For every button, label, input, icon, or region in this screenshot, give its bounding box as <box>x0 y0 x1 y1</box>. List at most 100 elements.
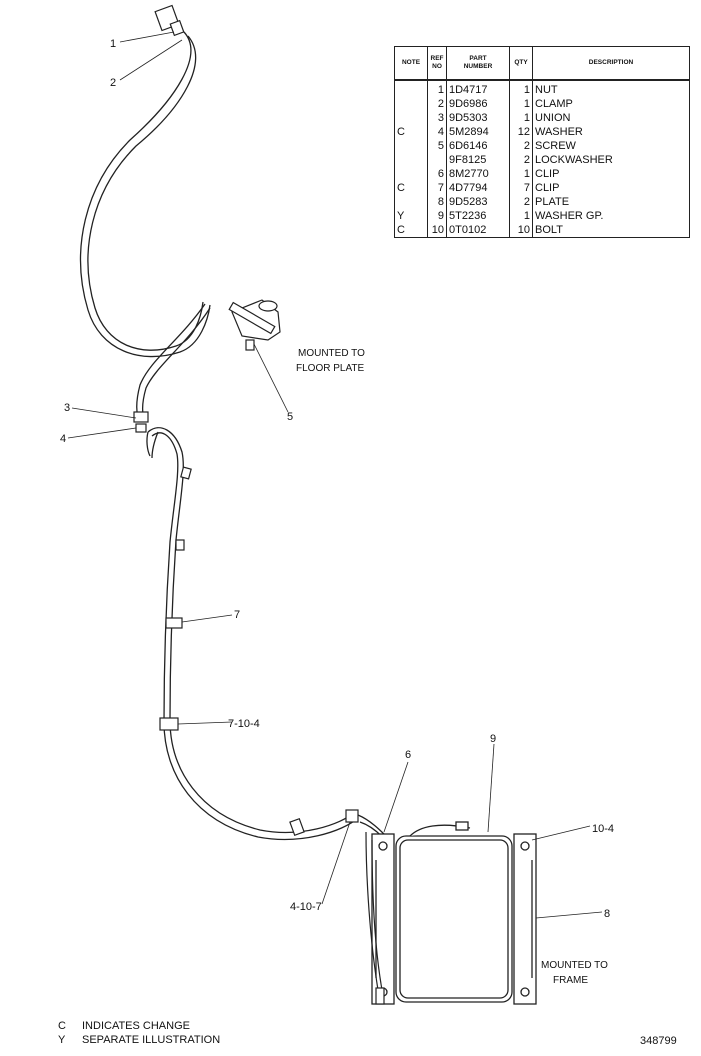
hose-clips <box>159 466 359 837</box>
table-cell-part: 9F8125 <box>446 153 510 167</box>
callout-9: 9 <box>490 733 496 745</box>
table-cell-note <box>394 195 428 209</box>
table-cell-note: C <box>394 223 428 238</box>
table-cell-qty: 1 <box>509 80 533 97</box>
table-cell-note <box>394 153 428 167</box>
table-cell-ref: 8 <box>427 195 447 209</box>
legend-item: Y SEPARATE ILLUSTRATION <box>58 1033 220 1047</box>
table-cell-ref: 3 <box>427 111 447 125</box>
table-cell-desc: PLATE <box>532 195 690 209</box>
table-cell-part: 9D5283 <box>446 195 510 209</box>
table-cell-qty: 2 <box>509 139 533 153</box>
table-cell-ref: 6 <box>427 167 447 181</box>
table-cell-ref: 4 <box>427 125 447 139</box>
header-ref-line1: REF <box>430 55 444 62</box>
table-cell-note <box>394 167 428 181</box>
header-part-line1: PART <box>469 55 487 62</box>
table-cell-qty: 7 <box>509 181 533 195</box>
table-cell-qty: 2 <box>509 195 533 209</box>
table-cell-part: 0T0102 <box>446 223 510 238</box>
floor-plate-note-line1: MOUNTED TO <box>298 348 365 359</box>
table-cell-part: 9D6986 <box>446 97 510 111</box>
legend: C INDICATES CHANGE Y SEPARATE ILLUSTRATI… <box>58 1019 220 1047</box>
callout-4-10-7: 4-10-7 <box>290 901 322 913</box>
legend-item: C INDICATES CHANGE <box>58 1019 220 1033</box>
table-cell-qty: 10 <box>509 223 533 238</box>
table-cell-ref: 10 <box>427 223 447 238</box>
table-cell-desc: CLIP <box>532 181 690 195</box>
table-cell-qty: 1 <box>509 97 533 111</box>
table-cell-ref: 1 <box>427 80 447 97</box>
callout-8: 8 <box>604 908 610 920</box>
leader-lines <box>67 31 603 919</box>
callout-4: 4 <box>60 433 66 445</box>
header-ref-no: REF NO <box>427 46 447 81</box>
nut-fitting-icon <box>154 4 185 37</box>
callout-6: 6 <box>405 749 411 761</box>
table-cell-ref: 2 <box>427 97 447 111</box>
table-cell-note <box>394 139 428 153</box>
callout-1: 1 <box>110 38 116 50</box>
frame-note-line1: MOUNTED TO <box>541 960 608 971</box>
table-cell-note: C <box>394 125 428 139</box>
legend-key: Y <box>58 1034 66 1046</box>
table-cell-desc: LOCKWASHER <box>532 153 690 167</box>
table-cell-part: 4D7794 <box>446 181 510 195</box>
callout-2: 2 <box>110 77 116 89</box>
table-cell-desc: SCREW <box>532 139 690 153</box>
table-cell-qty: 1 <box>509 209 533 223</box>
header-qty: QTY <box>509 46 533 81</box>
table-cell-note: Y <box>394 209 428 223</box>
table-cell-desc: CLIP <box>532 167 690 181</box>
hose-assembly <box>79 31 389 843</box>
table-cell-note <box>394 111 428 125</box>
table-cell-desc: NUT <box>532 80 690 97</box>
table-cell-ref <box>427 153 447 167</box>
callout-10-4: 10-4 <box>592 823 614 835</box>
table-cell-note <box>394 97 428 111</box>
callout-7: 7 <box>234 609 240 621</box>
table-cell-desc: UNION <box>532 111 690 125</box>
table-cell-part: 5M2894 <box>446 125 510 139</box>
table-cell-part: 9D5303 <box>446 111 510 125</box>
tank-drain-hose <box>365 831 385 1005</box>
legend-text: INDICATES CHANGE <box>82 1020 190 1032</box>
header-description: DESCRIPTION <box>532 46 690 81</box>
table-cell-part: 6D6146 <box>446 139 510 153</box>
union-fitting-icon <box>133 411 149 433</box>
parts-list-table: NOTE REF NO PART NUMBER QTY DESCRIPTION … <box>394 46 690 238</box>
table-cell-note: C <box>394 181 428 195</box>
frame-note-line2: FRAME <box>553 975 588 986</box>
table-cell-qty: 12 <box>509 125 533 139</box>
table-cell-part: 8M2770 <box>446 167 510 181</box>
legend-text: SEPARATE ILLUSTRATION <box>82 1034 221 1046</box>
header-note: NOTE <box>394 46 428 81</box>
table-cell-ref: 7 <box>427 181 447 195</box>
table-cell-qty: 1 <box>509 111 533 125</box>
callout-3: 3 <box>64 402 70 414</box>
table-cell-qty: 1 <box>509 167 533 181</box>
table-cell-desc: WASHER <box>532 125 690 139</box>
table-header-row: NOTE REF NO PART NUMBER QTY DESCRIPTION <box>394 46 690 81</box>
table-cell-part: 1D4717 <box>446 80 510 97</box>
table-cell-ref: 5 <box>427 139 447 153</box>
table-cell-desc: WASHER GP. <box>532 209 690 223</box>
callout-5: 5 <box>287 411 293 423</box>
figure-number: 348799 <box>640 1035 677 1047</box>
floor-plate-bracket-icon <box>228 299 281 351</box>
table-cell-part: 5T2236 <box>446 209 510 223</box>
table-cell-ref: 9 <box>427 209 447 223</box>
header-ref-line2: NO <box>432 63 442 70</box>
table-cell-desc: CLAMP <box>532 97 690 111</box>
header-part-line2: NUMBER <box>463 63 493 70</box>
